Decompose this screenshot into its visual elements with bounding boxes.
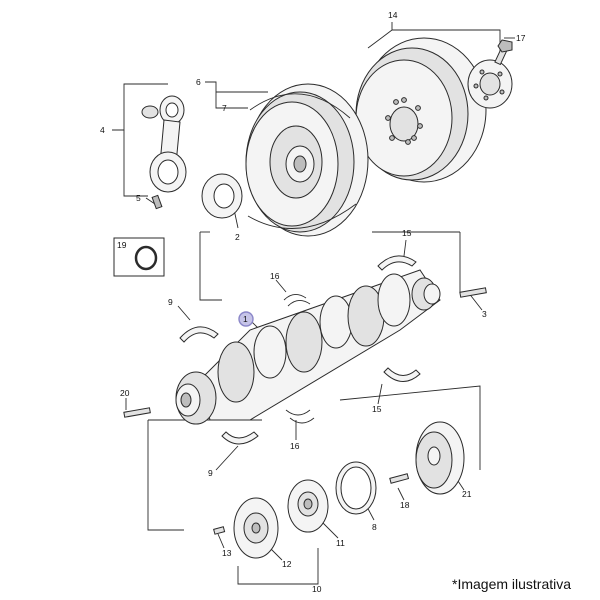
label-18: 18 [400, 500, 410, 510]
connecting-rod [141, 95, 187, 210]
seal-ring-2 [201, 173, 243, 219]
bolt-13 [213, 526, 226, 535]
label-17: 17 [516, 33, 526, 43]
bearing-shell-16-upper [283, 294, 311, 307]
bearing-shell-15-upper [377, 255, 417, 271]
bolt-plate [467, 59, 513, 109]
flywheel [245, 83, 369, 237]
label-5: 5 [136, 193, 141, 203]
flywheel-housing [355, 37, 487, 183]
bolt-17 [494, 39, 513, 66]
label-7: 7 [222, 103, 227, 113]
label-12: 12 [282, 559, 292, 569]
dowel-pin-20 [123, 407, 151, 418]
label-10: 10 [312, 584, 322, 594]
crankshaft [175, 269, 441, 425]
label-16-lower: 16 [290, 441, 300, 451]
label-19: 19 [117, 240, 127, 250]
label-9-lower: 9 [208, 468, 213, 478]
label-15-lower: 15 [372, 404, 382, 414]
seal-ring-8 [335, 461, 377, 515]
part-labels: 14 17 6 7 4 5 2 19 15 16 9 1 3 20 15 16 … [100, 10, 526, 594]
bearing-shell-16-lower [285, 409, 315, 424]
part-19-box [113, 237, 165, 277]
bearing-shell-9-upper [179, 326, 219, 343]
label-3: 3 [482, 309, 487, 319]
label-2: 2 [235, 232, 240, 242]
label-1: 1 [243, 314, 248, 324]
front-pulley [233, 497, 279, 559]
label-8: 8 [372, 522, 377, 532]
highlight-marker [238, 311, 254, 327]
label-16-upper: 16 [270, 271, 280, 281]
label-4: 4 [100, 125, 105, 135]
label-14: 14 [388, 10, 398, 20]
bearing-shell-15-lower [383, 367, 421, 382]
label-13: 13 [222, 548, 232, 558]
label-6: 6 [196, 77, 201, 87]
dowel-pin-3 [459, 287, 487, 298]
label-20: 20 [120, 388, 130, 398]
bearing-shell-9-lower [221, 431, 259, 445]
pulley-hub [287, 479, 329, 533]
bolt-18 [389, 473, 410, 484]
label-11: 11 [336, 538, 345, 548]
label-21: 21 [462, 489, 472, 499]
vibration-damper [415, 421, 465, 495]
illustrative-image-caption: *Imagem ilustrativa [452, 576, 572, 592]
label-9-upper: 9 [168, 297, 173, 307]
label-15-upper: 15 [402, 228, 412, 238]
